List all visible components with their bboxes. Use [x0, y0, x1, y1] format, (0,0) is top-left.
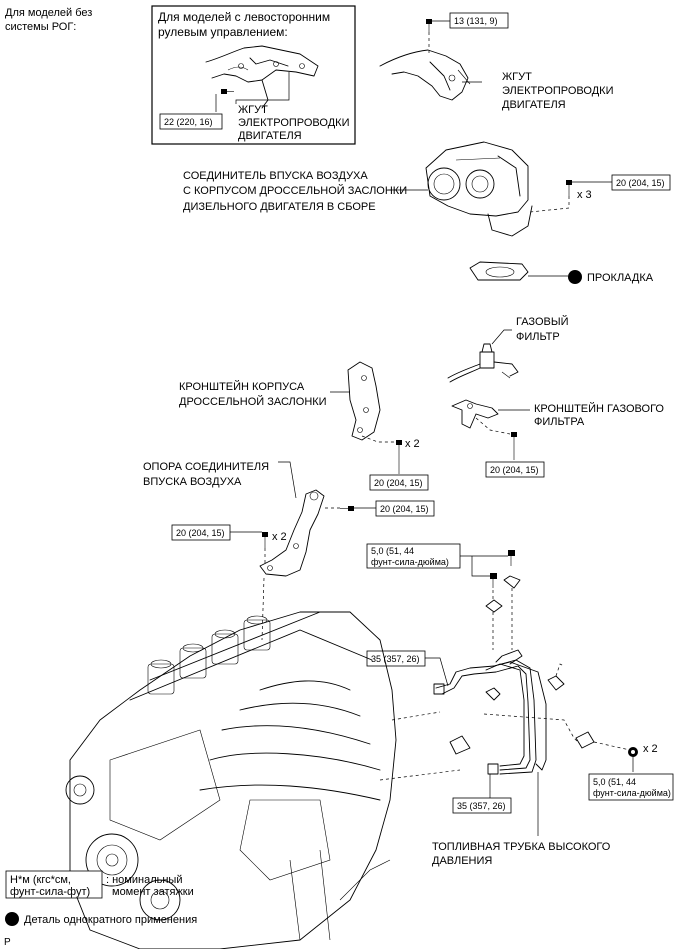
gasket: ПРОКЛАДКА [469, 261, 654, 284]
legend-non-reusable: Деталь однократного применения [24, 914, 197, 926]
torque-22: 22 (220, 16) [164, 117, 213, 127]
gas-filter-label: ГАЗОВЫЙ ФИЛЬТР [516, 315, 572, 343]
torque-35-bottom: 35 (357, 26) [457, 801, 506, 811]
bolt-icon [490, 573, 497, 588]
torque-20-stay-left: 20 (204, 15) [176, 528, 225, 538]
pipe-clamp-right: x 2 5,0 (51, 44 фунт-сила-дюйма) [449, 731, 674, 801]
multiplier-x2-bracket: x 2 [405, 438, 420, 450]
bolt-icon [511, 432, 517, 460]
fuel-pipes: 35 (357, 26) 35 (357, 26) ТОПЛИВНАЯ ТРУБ… [366, 649, 613, 867]
torque-20-filter: 20 (204, 15) [490, 465, 539, 475]
engine-block [65, 611, 461, 949]
nut-icon [628, 747, 638, 757]
lhd-inset: Для моделей с левосторонним рулевым упра… [151, 5, 356, 145]
multiplier-x3: x 3 [577, 189, 592, 201]
intake-connector-stay: ОПОРА СОЕДИНИТЕЛЯ ВПУСКА ВОЗДУХА 20 (204… [143, 461, 435, 641]
bolt-icon [221, 89, 234, 94]
torque-35-top: 35 (357, 26) [371, 654, 420, 664]
bolt-icon [340, 506, 354, 511]
legend-desc: : номинальный момент затяжки [106, 874, 194, 898]
torque-5-right: 5,0 (51, 44 фунт-сила-дюйма) [593, 777, 671, 798]
non-reusable-legend-icon [5, 912, 19, 926]
engine-harness-top: 13 (131, 9) ЖГУТ ЭЛЕКТРОПРОВОДКИ ДВИГАТЕ… [379, 12, 617, 111]
pipe-clamp-top: 5,0 (51, 44 фунт-сила-дюйма) [366, 543, 521, 650]
bolt-icon [262, 532, 268, 548]
gasket-label: ПРОКЛАДКА [587, 272, 654, 284]
throttle-body-bracket: КРОНШТЕЙН КОРПУСА ДРОССЕЛЬНОЙ ЗАСЛОНКИ x… [179, 361, 429, 491]
throttle-body-assembly: 20 (204, 15) x 3 СОЕДИНИТЕЛЬ ВПУСКА ВОЗД… [183, 141, 671, 237]
non-reusable-icon [568, 270, 582, 284]
torque-20-bracket: 20 (204, 15) [374, 478, 423, 488]
intake-stay-label: ОПОРА СОЕДИНИТЕЛЯ ВПУСКА ВОЗДУХА [143, 461, 272, 488]
torque-5-top: 5,0 (51, 44 фунт-сила-дюйма) [371, 546, 449, 567]
bolt-icon [566, 180, 572, 196]
filter-bracket-label: КРОНШТЕЙН ГАЗОВОГО ФИЛЬТРА [534, 402, 667, 428]
bolt-icon [396, 440, 402, 474]
legend: Н*м (кгс*см, фунт-сила-фут) : номинальны… [4, 870, 197, 948]
corner-letter: P [4, 937, 11, 948]
lhd-title: Для моделей с левосторонним рулевым упра… [158, 10, 333, 39]
throttle-label: СОЕДИНИТЕЛЬ ВПУСКА ВОЗДУХА С КОРПУСОМ ДР… [183, 170, 410, 213]
throttle-bracket-label: КРОНШТЕЙН КОРПУСА ДРОССЕЛЬНОЙ ЗАСЛОНКИ [179, 380, 327, 408]
gas-filter-bracket: КРОНШТЕЙН ГАЗОВОГО ФИЛЬТРА 20 (204, 15) [451, 399, 667, 478]
multiplier-x2-right: x 2 [643, 743, 658, 755]
torque-13: 13 (131, 9) [454, 16, 498, 26]
fuel-pipe-label: ТОПЛИВНАЯ ТРУБКА ВЫСОКОГО ДАВЛЕНИЯ [432, 841, 613, 867]
no-egr-note: Для моделей без системы РОГ: [5, 7, 95, 33]
gas-filter: ГАЗОВЫЙ ФИЛЬТР [447, 315, 572, 383]
torque-20-throttle: 20 (204, 15) [616, 178, 665, 188]
torque-20-stay-top: 20 (204, 15) [380, 504, 429, 514]
bolt-icon [426, 19, 432, 32]
multiplier-x2-stay: x 2 [272, 531, 287, 543]
bolt-icon [508, 550, 515, 566]
legend-units: Н*м (кгс*см, фунт-сила-фут) [10, 874, 90, 898]
harness-label-inset: ЖГУТ ЭЛЕКТРОПРОВОДКИ ДВИГАТЕЛЯ [238, 104, 353, 142]
harness-label: ЖГУТ ЭЛЕКТРОПРОВОДКИ ДВИГАТЕЛЯ [502, 71, 617, 111]
